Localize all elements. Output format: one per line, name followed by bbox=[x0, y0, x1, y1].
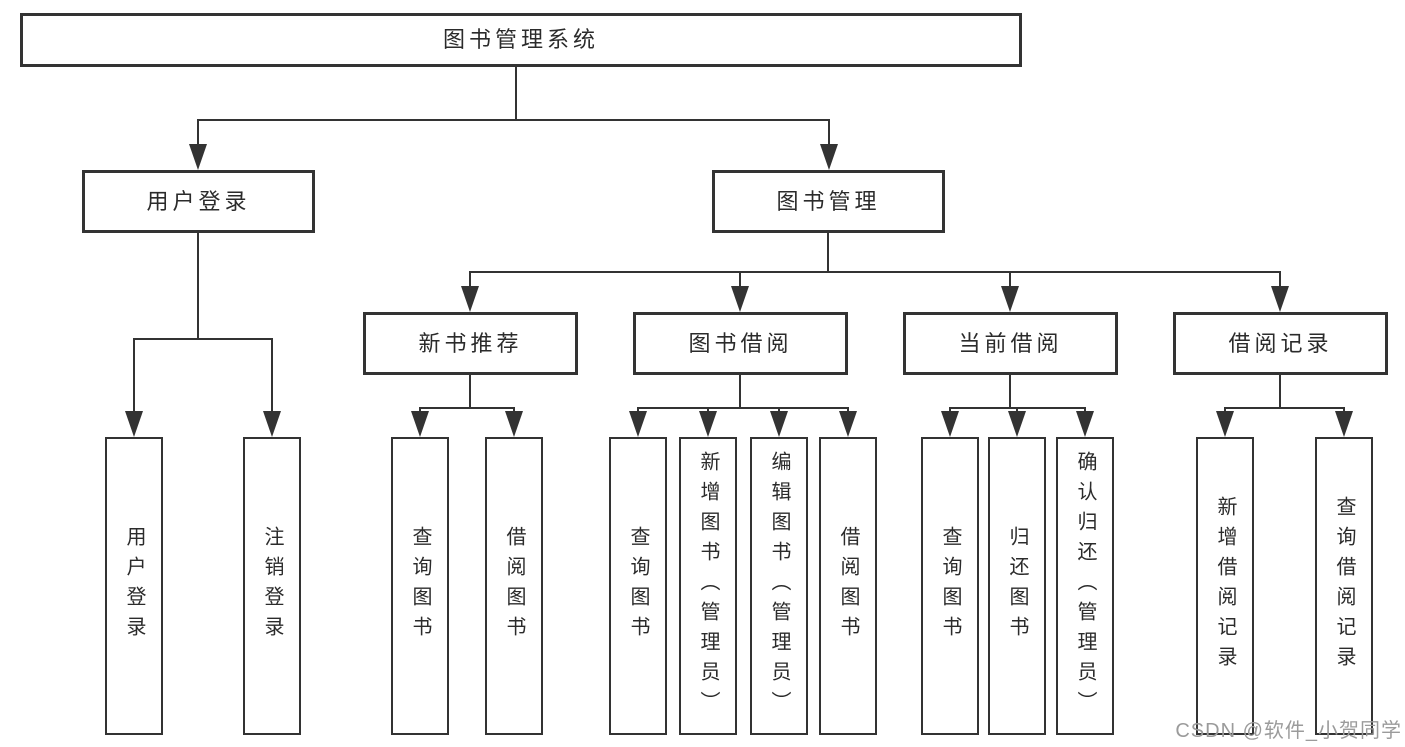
arrow-down-icon bbox=[731, 286, 749, 312]
leaf-logout: 注销登录 bbox=[243, 437, 301, 735]
connector-line bbox=[133, 338, 135, 411]
arrow-down-icon bbox=[699, 411, 717, 437]
arrow-down-icon bbox=[1271, 286, 1289, 312]
connector-line bbox=[778, 407, 780, 413]
arrow-down-icon bbox=[1008, 411, 1026, 437]
leaf-add-books-admin: 新增图书（管理员） bbox=[679, 437, 737, 735]
connector-line bbox=[513, 407, 515, 413]
connector-line bbox=[271, 338, 273, 411]
node-book-borrow: 图书借阅 bbox=[633, 312, 848, 375]
connector-line bbox=[197, 233, 199, 338]
connector-line bbox=[637, 407, 849, 409]
leaf-user-login: 用户登录 bbox=[105, 437, 163, 735]
connector-line bbox=[1016, 407, 1018, 413]
connector-line bbox=[469, 271, 1281, 273]
leaf-query-books-recommend: 查询图书 bbox=[391, 437, 449, 735]
arrow-down-icon bbox=[263, 411, 281, 437]
connector-line bbox=[847, 407, 849, 413]
node-library-management-system: 图书管理系统 bbox=[20, 13, 1022, 67]
connector-line bbox=[1279, 375, 1281, 407]
leaf-return-books: 归还图书 bbox=[988, 437, 1046, 735]
leaf-borrow-books: 借阅图书 bbox=[819, 437, 877, 735]
node-user-login: 用户登录 bbox=[82, 170, 315, 233]
connector-line bbox=[707, 407, 709, 413]
connector-line bbox=[1009, 375, 1011, 407]
arrow-down-icon bbox=[189, 144, 207, 170]
leaf-add-borrow-record: 新增借阅记录 bbox=[1196, 437, 1254, 735]
connector-line bbox=[1224, 407, 1345, 409]
connector-line bbox=[1343, 407, 1345, 413]
leaf-query-books-borrow: 查询图书 bbox=[609, 437, 667, 735]
connector-line bbox=[949, 407, 951, 413]
arrow-down-icon bbox=[1216, 411, 1234, 437]
arrow-down-icon bbox=[820, 144, 838, 170]
connector-line bbox=[469, 271, 471, 286]
node-book-management: 图书管理 bbox=[712, 170, 945, 233]
connector-line bbox=[827, 233, 829, 271]
arrow-down-icon bbox=[629, 411, 647, 437]
leaf-edit-books-admin: 编辑图书（管理员） bbox=[750, 437, 808, 735]
connector-line bbox=[637, 407, 639, 413]
arrow-down-icon bbox=[1001, 286, 1019, 312]
node-new-book-recommend: 新书推荐 bbox=[363, 312, 578, 375]
connector-line bbox=[419, 407, 515, 409]
arrow-down-icon bbox=[461, 286, 479, 312]
connector-line bbox=[133, 338, 273, 340]
leaf-confirm-return-admin: 确认归还（管理员） bbox=[1056, 437, 1114, 735]
arrow-down-icon bbox=[411, 411, 429, 437]
connector-line bbox=[1224, 407, 1226, 413]
arrow-down-icon bbox=[125, 411, 143, 437]
arrow-down-icon bbox=[770, 411, 788, 437]
leaf-borrow-books-recommend: 借阅图书 bbox=[485, 437, 543, 735]
connector-line bbox=[828, 119, 830, 144]
connector-line bbox=[739, 271, 741, 286]
connector-line bbox=[469, 375, 471, 407]
leaf-query-books-current: 查询图书 bbox=[921, 437, 979, 735]
watermark: CSDN @软件_小贺同学 bbox=[1175, 720, 1402, 742]
connector-line bbox=[739, 375, 741, 407]
connector-line bbox=[197, 119, 830, 121]
arrow-down-icon bbox=[1076, 411, 1094, 437]
connector-line bbox=[1084, 407, 1086, 413]
connector-line bbox=[197, 119, 199, 144]
node-current-borrow: 当前借阅 bbox=[903, 312, 1118, 375]
connector-line bbox=[419, 407, 421, 413]
arrow-down-icon bbox=[941, 411, 959, 437]
node-borrow-records: 借阅记录 bbox=[1173, 312, 1388, 375]
arrow-down-icon bbox=[1335, 411, 1353, 437]
connector-line bbox=[515, 67, 517, 119]
connector-line bbox=[1009, 271, 1011, 286]
leaf-query-borrow-record: 查询借阅记录 bbox=[1315, 437, 1373, 735]
connector-line bbox=[1279, 271, 1281, 286]
arrow-down-icon bbox=[839, 411, 857, 437]
arrow-down-icon bbox=[505, 411, 523, 437]
